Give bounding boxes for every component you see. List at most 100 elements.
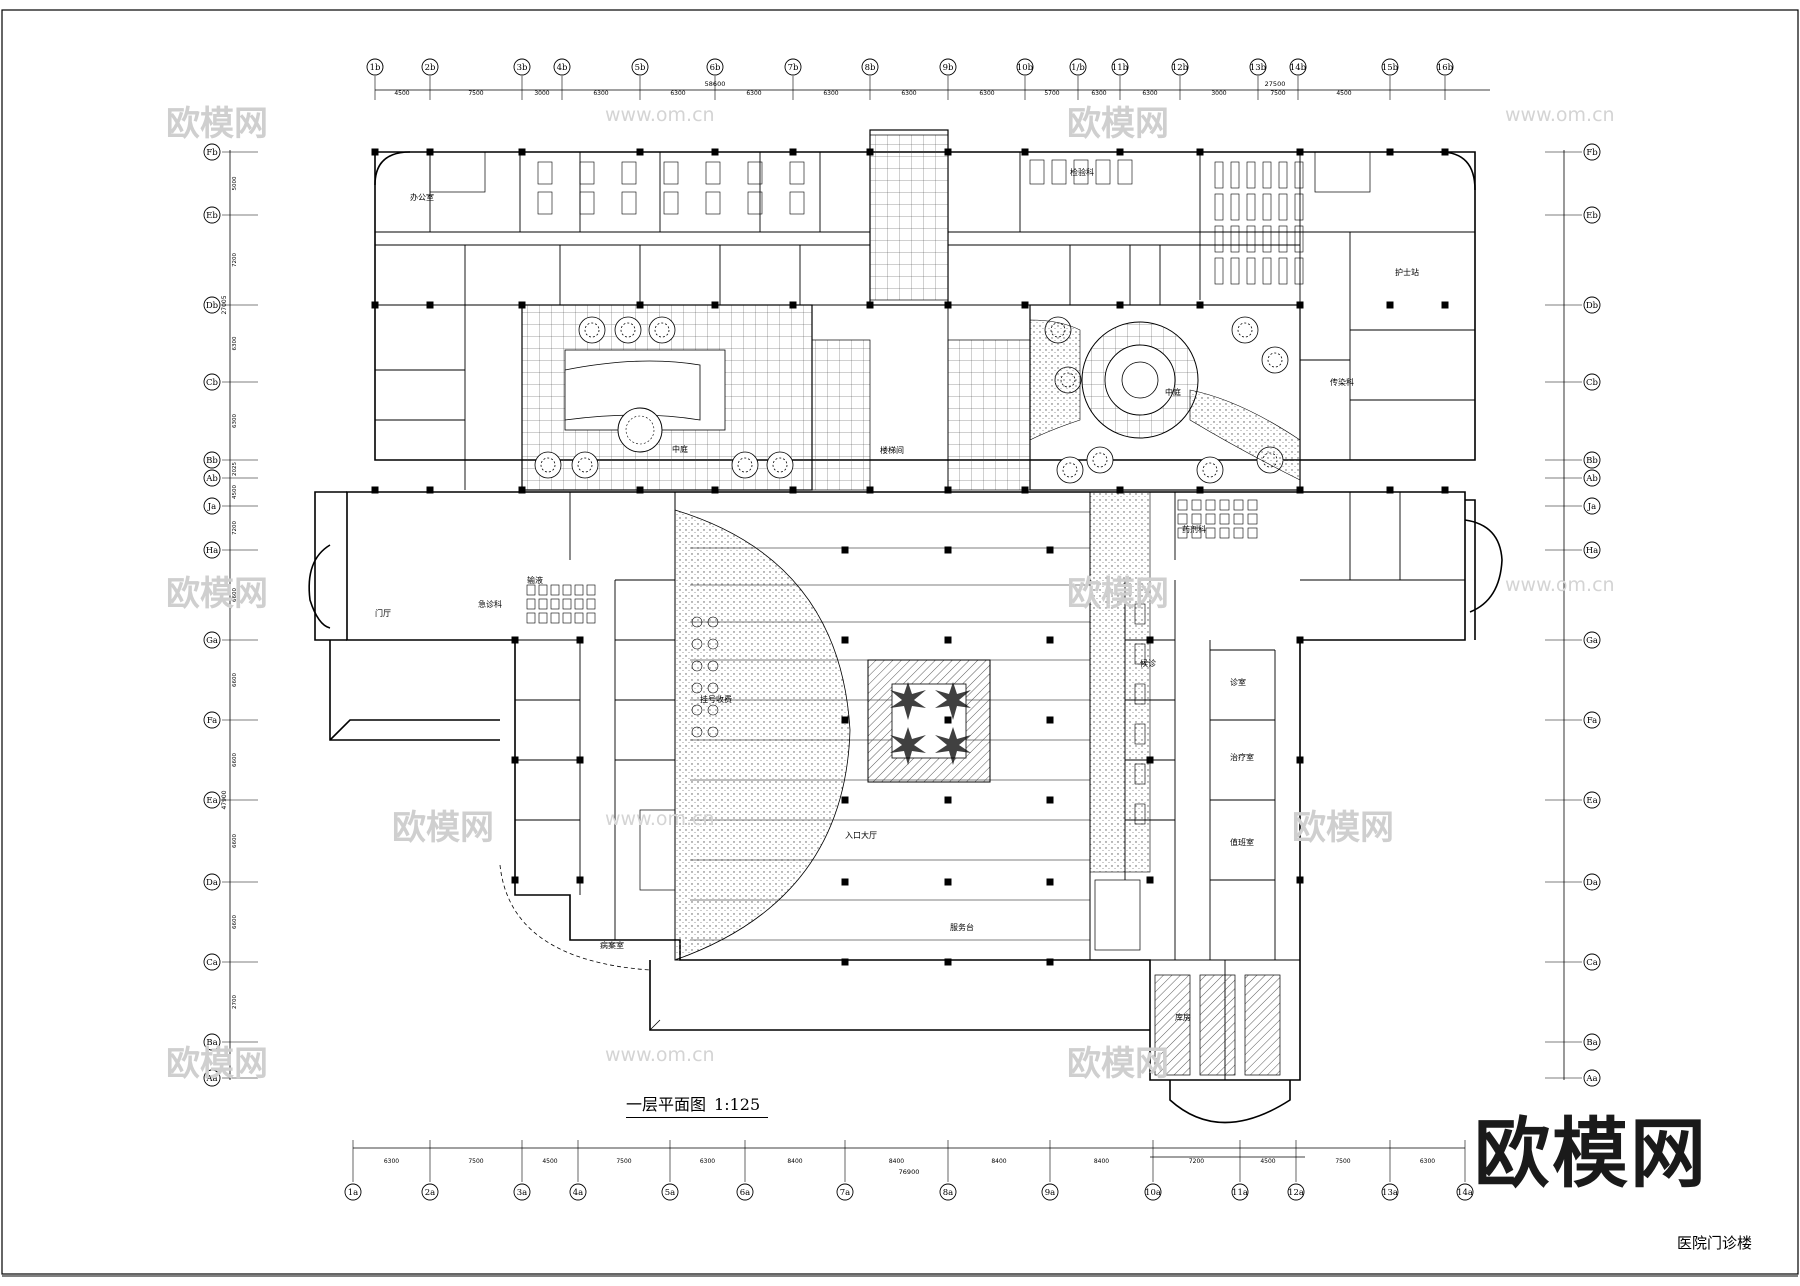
dimension-value: 2025 [232,462,238,476]
seat-row [1214,225,1224,253]
svg-text:Ga: Ga [1586,636,1598,646]
dimension-value: 6300 [823,90,838,97]
seat-row [1294,193,1304,221]
chair [707,660,719,672]
seat [1191,499,1202,511]
grid-bubble-bottom: 1a [344,1183,362,1201]
column [841,878,849,886]
svg-text:9b: 9b [943,63,954,73]
column [636,148,644,156]
grid-bubble-top: 16b [1436,58,1454,76]
dimension-value: 6300 [979,90,994,97]
column [711,301,719,309]
chair [707,704,719,716]
column [1196,148,1204,156]
column [1296,876,1304,884]
dimension-value: 7500 [468,1158,483,1165]
column [789,148,797,156]
dimension-value: 7200 [1189,1158,1204,1165]
column [944,301,952,309]
svg-text:3b: 3b [517,63,528,73]
grid-bubble-bottom: 8a [939,1183,957,1201]
column [1046,716,1054,724]
tree-icon [648,316,676,344]
seat [1219,513,1230,525]
room-label-infusion: 输液 [527,575,543,585]
grid-bubble-top: 13b [1249,58,1267,76]
grid-bubble-right: Ja [1583,497,1601,515]
svg-text:Da: Da [1586,878,1598,888]
dimension-value: 4500 [394,90,409,97]
column [1046,796,1054,804]
chair [691,704,703,716]
svg-text:Eb: Eb [206,211,218,221]
courtyard-right: 中庭 [1029,304,1301,491]
grid-bubble-right: Fa [1583,711,1601,729]
column [1296,301,1304,309]
column [426,148,434,156]
seat-row [1246,161,1256,189]
grid-bubble-right: Ca [1583,953,1601,971]
svg-text:12b: 12b [1172,63,1189,73]
svg-text:Fa: Fa [1587,716,1597,726]
grid-bubble-top: 14b [1289,58,1307,76]
dimension-value: 6300 [670,90,685,97]
column [1116,148,1124,156]
svg-text:Ab: Ab [205,474,218,484]
grid-bubble-top: 4b [553,58,571,76]
svg-text:13b: 13b [1250,63,1267,73]
column [1146,756,1154,764]
seat-row [1214,257,1224,285]
dimension-value: 6600 [232,753,238,767]
dimension-value: 6600 [232,915,238,929]
watermark-url: www.om.cn [1505,574,1615,596]
column [866,148,874,156]
seat [1205,527,1216,539]
room-label-office: 办公室 [410,192,434,202]
desk [1134,603,1146,625]
column [511,756,519,764]
chair [707,726,719,738]
room-label-courtyard-left: 中庭 [672,444,688,454]
svg-text:13a: 13a [1382,1188,1398,1198]
svg-text:Ea: Ea [206,796,217,806]
grid-bubble-right: Ga [1583,631,1601,649]
column [1296,756,1304,764]
room-label-anteroom: 门厅 [375,608,391,618]
seat [538,612,548,624]
seat-row [1246,257,1256,285]
svg-text:Da: Da [206,878,218,888]
bed [789,161,805,185]
room-label-records: 病案室 [600,940,624,950]
chair [691,616,703,628]
column [1441,301,1449,309]
tree-icon [1086,446,1114,474]
seat [586,598,596,610]
dimension-value: 6600 [232,834,238,848]
dimension-total: 27005 [221,295,228,314]
grid-bubble-left: Aa [203,1069,221,1087]
column [1116,301,1124,309]
column [1146,636,1154,644]
grid-bubble-top: 8b [861,58,879,76]
dimension-value: 7200 [232,253,238,267]
bed [579,191,595,215]
svg-text:2b: 2b [425,63,436,73]
grid-bubble-top: 11b [1111,58,1129,76]
seat-row [1262,161,1272,189]
room-labels: 急诊科 输液 药剂科 传染科 楼梯间 挂号收费 候诊 办公室 检验科 诊室 治疗… [375,167,1419,1022]
project-name: 医院门诊楼 [1677,1234,1753,1252]
grid-bubble-left: Da [203,873,221,891]
chair [691,682,703,694]
watermark-brand: 欧模网 [1067,574,1169,614]
dimension-value: 4500 [1260,1158,1275,1165]
bed [705,161,721,185]
grid-bubble-left: Ha [203,541,221,559]
svg-text:Ja: Ja [1587,502,1596,512]
seat-row [1278,161,1288,189]
svg-text:Ba: Ba [206,1038,217,1048]
bed [537,191,553,215]
svg-text:Fb: Fb [206,148,218,158]
